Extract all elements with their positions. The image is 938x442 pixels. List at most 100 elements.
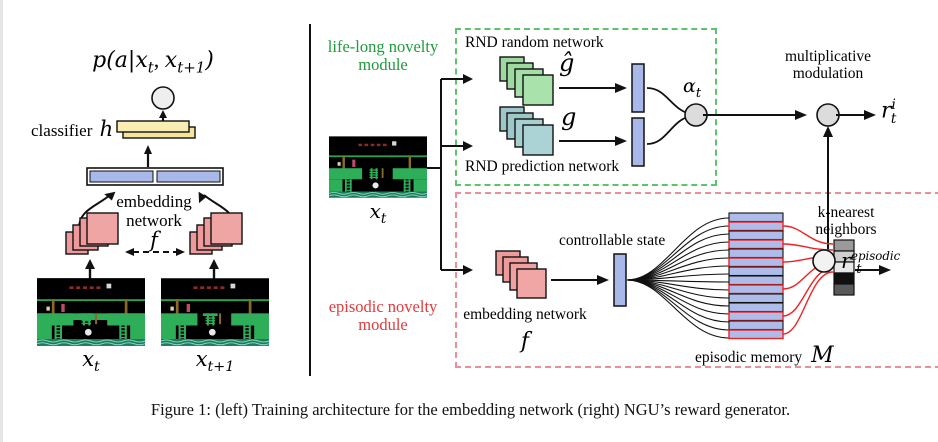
frame-xt-x: x	[82, 347, 95, 371]
episodic-reward-sub: t	[856, 262, 862, 278]
shared-weights-arrow-left	[125, 248, 134, 256]
episodic-embedding-conv-stack	[495, 250, 547, 299]
episodic-reward-r: r	[841, 249, 852, 273]
episodic-reward-node-circle	[812, 249, 836, 273]
rnd-prediction-arrowhead	[615, 136, 627, 146]
right-panel: life-long novelty module episodic novelt…	[309, 0, 938, 390]
classifier-label: classifier	[31, 121, 93, 140]
left-frame-to-conv-arrow	[85, 259, 95, 279]
right-conv-stack-xt1	[189, 212, 243, 255]
lifelong-line2: module	[358, 55, 408, 75]
episodic-memory-label: episodic memory	[695, 349, 803, 366]
lifelong-line1: life-long novelty	[327, 37, 439, 56]
embedding-shared-weights-arrow-svg	[125, 248, 185, 256]
figure-caption: Figure 1: (left) Training architecture f…	[150, 400, 791, 419]
input-frame-x: x	[369, 199, 381, 223]
right-frame-arrowhead	[209, 259, 219, 269]
output-close: )	[205, 48, 214, 73]
memory-row	[728, 302, 784, 313]
rnd-random-to-bar-arrow	[559, 83, 627, 93]
rnd-random-embedding-bar	[631, 63, 645, 113]
left-frame-arrowhead	[85, 259, 95, 269]
multiplicative-line2: modulation	[792, 65, 864, 83]
classifier-label-group: classifier h	[31, 117, 113, 142]
memory-row	[728, 320, 784, 331]
embedding-bar-left-segment	[89, 170, 154, 183]
rnd-random-arrowhead	[615, 83, 627, 93]
episodic-memory-label-group: episodic memory M	[695, 343, 834, 369]
rnd-random-network-title: RND random network	[465, 34, 604, 51]
alpha-sub: t	[695, 85, 702, 101]
knn-line2: neighbors	[815, 221, 877, 239]
episodic-embedding-network-label: embedding network	[463, 306, 587, 323]
game-frame-xt1	[161, 278, 269, 346]
multiplicative-line1: multiplicative	[784, 48, 872, 65]
embedding-bar-right-segment	[156, 170, 221, 183]
right-embed-arrowhead	[198, 191, 207, 204]
input-frame-sub: t	[380, 211, 387, 227]
rnd-random-plate-1	[522, 74, 554, 106]
knn-line1: k-nearest	[817, 204, 875, 221]
memory-row	[728, 266, 784, 277]
episodic-module-label: episodic novelty module	[313, 297, 453, 335]
episodic-memory-stack	[728, 212, 784, 340]
episodic-line2: module	[358, 315, 408, 335]
knn-to-episodic-node-arrow	[855, 265, 891, 275]
routing-arrow-episodic	[463, 265, 473, 275]
left-output-label: p(a|xt, xt+1)	[63, 47, 243, 77]
embedding-concat-bar-svg	[86, 167, 224, 186]
alpha-modulation-arrowhead	[795, 110, 807, 120]
lifelong-novelty-box	[455, 28, 717, 186]
modulation-to-reward-arrow	[836, 110, 876, 120]
intrinsic-reward-sup: i	[891, 97, 896, 113]
output-comma: ,	[153, 47, 165, 72]
rnd-random-conv-stack	[499, 56, 554, 106]
episodic-novelty-box	[455, 192, 938, 368]
rnd-prediction-to-bar-arrow	[559, 136, 627, 146]
knn-label: k-nearest neighbors	[803, 204, 889, 239]
output-xt1: x	[164, 48, 178, 73]
episodic-to-modulation-arrow	[823, 126, 833, 250]
memory-row	[728, 221, 784, 232]
episodic-plate-1	[516, 268, 547, 299]
output-xt1-sub: t+1	[177, 58, 206, 77]
embedding-label-line2: network	[126, 211, 182, 231]
output-xt: x	[135, 48, 148, 73]
episodic-line1: episodic novelty	[328, 297, 438, 316]
modulation-reward-arrowhead	[864, 110, 876, 120]
routing-arrow-rnd-prediction	[463, 141, 473, 151]
output-xt-sub: t	[147, 58, 154, 77]
lifelong-module-label: life-long novelty module	[313, 37, 453, 75]
episodic-modulation-arrowhead	[823, 126, 833, 137]
rnd-prediction-conv-stack	[499, 106, 554, 156]
rnd-prediction-plate-1	[522, 124, 554, 156]
memory-row	[728, 293, 784, 304]
routing-arrow-rnd-random	[463, 74, 473, 84]
memory-row	[728, 275, 784, 286]
left-conv-stack-xt	[65, 212, 119, 255]
shared-weights-arrow-right	[176, 248, 185, 256]
panel-divider	[309, 24, 311, 376]
output-bar: |	[127, 48, 136, 73]
input-routing-lines	[427, 74, 473, 275]
memory-row	[728, 329, 784, 340]
alpha-label-group: αt	[683, 75, 702, 101]
memory-row	[728, 239, 784, 250]
output-p: p(a	[92, 48, 128, 73]
frame-xt1-sub: t+1	[207, 359, 235, 376]
output-node-circle	[151, 86, 175, 110]
episodic-embedding-symbol-f: f	[520, 329, 530, 354]
intrinsic-reward-label: rit	[881, 97, 897, 127]
conv-plate-1	[86, 212, 119, 245]
memory-fan-lines	[626, 217, 730, 339]
episodic-reward-node-svg	[812, 249, 836, 273]
episodic-reward-label: repisodict	[841, 249, 900, 278]
classifier-to-output-arrowhead	[159, 110, 167, 118]
embed-to-classifier-arrow-svg	[144, 145, 152, 167]
left-panel: p(a|xt, xt+1) classifier h	[3, 0, 303, 390]
episodic-stack-state-arrowhead	[597, 275, 609, 285]
memory-row	[728, 212, 784, 223]
episodic-stack-to-state-arrow	[551, 275, 609, 285]
memory-row	[728, 257, 784, 268]
intrinsic-reward-sub: t	[890, 110, 897, 127]
